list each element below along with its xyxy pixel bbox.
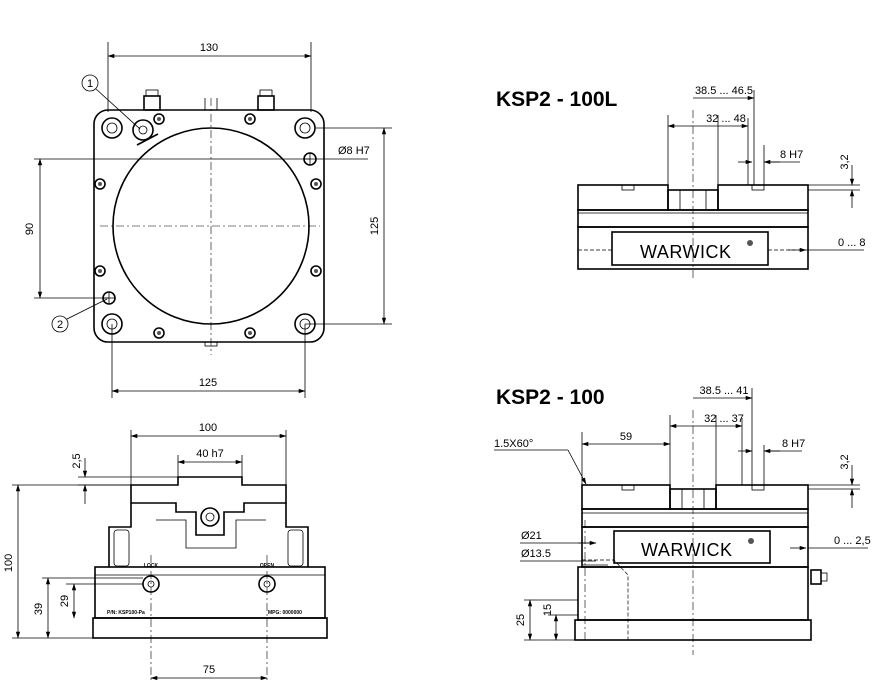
ksp2-100-view: KSP2 - 100 WARWICK 38.5 ... 41 [494, 385, 871, 655]
ksp2-100-brand: WARWICK [641, 540, 733, 560]
ksp2-100-range-inner: 32 ... 37 [704, 413, 744, 425]
mounting-screws [94, 113, 322, 339]
ksp2-100l-title: KSP2 - 100L [496, 88, 618, 111]
ksp2-100-range-outer: 38.5 ... 41 [700, 385, 749, 397]
ksp2-100-title: KSP2 - 100 [496, 386, 605, 409]
dim-75: 75 [203, 664, 215, 676]
ksp2-100l-range-inner: 32 ... 48 [706, 113, 746, 125]
air-fittings [143, 89, 275, 111]
ksp2-100-width-59: 59 [620, 431, 632, 443]
dim-125-vertical: 125 [369, 217, 381, 235]
open-label: OPEN [260, 563, 275, 569]
valve-1 [132, 119, 159, 146]
ksp2-100-height-15: 15 [542, 604, 554, 616]
dim-2-5: 2,5 [71, 453, 83, 468]
lock-label: LOCK [144, 563, 159, 569]
dim-40h7: 40 h7 [196, 448, 224, 460]
front-view-base [92, 617, 328, 639]
dim-100-vertical: 100 [3, 554, 15, 572]
dim-90: 90 [24, 223, 36, 235]
front-view: LOCK OPEN P/N: KSP100-Pa MPG: 0000000 10… [3, 422, 328, 681]
ksp2-100l-hole: 8 H7 [780, 149, 803, 161]
callout-1: 1 [87, 78, 93, 90]
ksp2-100-hole: 8 H7 [782, 438, 805, 450]
plate-left-label: P/N: KSP100-Pa [107, 610, 145, 616]
dim-125-horizontal: 125 [199, 377, 217, 389]
top-view: 130 90 125 Ø8 H7 125 1 2 [24, 42, 392, 398]
ksp2-100l-dim-3-2: 3,2 [839, 154, 851, 169]
ksp2-100-dia-13-5: Ø13.5 [521, 548, 551, 560]
ksp2-100l-range-outer: 38.5 ... 46.5 [695, 85, 753, 97]
dim-100-horizontal: 100 [199, 422, 217, 434]
ksp2-100-stroke: 0 ... 2,5 [834, 535, 871, 547]
dim-39: 39 [33, 603, 45, 615]
ksp2-100-height-25: 25 [515, 614, 527, 626]
ksp2-100-chamfer: 1.5X60° [494, 438, 533, 450]
ksp2-100l-view: KSP2 - 100L WARWICK 38.5 ... 46.5 32 ...… [496, 85, 866, 278]
ksp2-100l-stroke: 0 ... 8 [838, 237, 866, 249]
dim-hole-dia: Ø8 H7 [338, 145, 370, 157]
front-view-jaws [130, 476, 287, 536]
plate-right-label: MPG: 0000000 [268, 610, 302, 616]
dim-130: 130 [200, 42, 218, 54]
dim-29: 29 [59, 595, 71, 607]
ksp2-100-dim-3-2: 3,2 [839, 454, 851, 469]
callout-2: 2 [57, 319, 63, 331]
ksp2-100l-brand: WARWICK [640, 242, 732, 262]
ksp2-100-dia-21: Ø21 [521, 530, 542, 542]
